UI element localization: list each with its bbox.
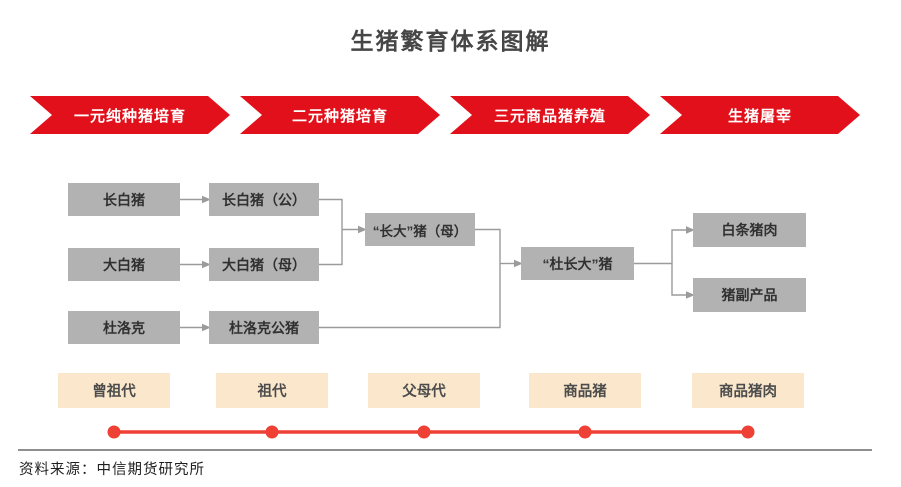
generation-box-grandparent: 祖代 [216,373,328,408]
page-title: 生猪繁育体系图解 [350,28,551,54]
stage-arrow-label: 一元纯种猪培育 [73,107,186,125]
node-pork-byproducts: 猪副产品 [693,278,806,312]
node-pork-carcass: 白条猪肉 [693,213,806,247]
stage-arrow-commercial-raising: 三元商品猪养殖 [450,96,650,134]
timeline-dot [417,425,431,439]
node-duluoke-boar: 杜洛克公猪 [209,311,319,344]
timeline-dot [265,425,279,439]
node-binary-hybrid-sow: “长大”猪（母） [365,213,475,246]
stage-arrow-label: 二元种猪培育 [291,107,388,125]
timeline-dot [578,425,592,439]
node-changbai-boar: 长白猪（公） [209,183,319,216]
stage-arrow-label: 三元商品猪养殖 [493,107,606,125]
generation-box-commercial-pig: 商品猪 [529,373,641,408]
generation-box-commercial-pork: 商品猪肉 [692,373,804,408]
generation-box-parent: 父母代 [368,373,480,408]
node-duluoke-pig: 杜洛克 [68,311,180,344]
source-note: 资料来源：中信期货研究所 [19,462,205,478]
node-ternary-hybrid-pig: “杜长大”猪 [521,247,634,280]
node-changbai-pig: 长白猪 [68,183,180,216]
footer-divider [18,449,872,451]
node-dabai-pig: 大白猪 [68,248,180,281]
timeline-dot [741,425,755,439]
timeline [107,425,755,439]
stage-arrow-purebred-breeding: 一元纯种猪培育 [30,96,230,134]
generation-box-great-grandparent: 曾祖代 [58,373,170,408]
stage-arrow-slaughter: 生猪屠宰 [660,96,860,134]
stage-arrow-label: 生猪屠宰 [727,107,792,125]
stage-arrow-binary-breeding: 二元种猪培育 [240,96,440,134]
node-dabai-sow: 大白猪（母） [209,248,319,281]
timeline-dot [107,425,121,439]
